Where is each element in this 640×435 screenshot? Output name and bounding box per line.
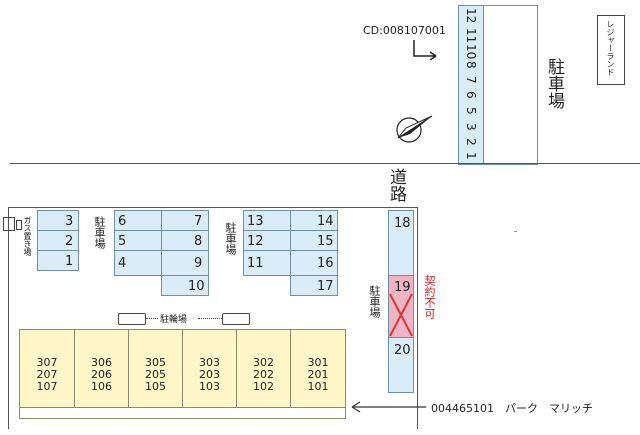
top-slot-6: 6 [464,91,478,99]
top-slot-1: 1 [464,152,478,160]
unavailable-cross-icon [389,293,413,337]
parking-space-5: 5 [114,230,162,251]
site-boundary [8,207,418,429]
parking-space-9: 9 [161,250,209,276]
gas-box-2 [16,220,22,230]
parking-space-1: 1 [37,250,79,271]
top-slot-8: 8 [464,61,478,69]
parking-space-11: 11 [243,250,291,276]
parking-space-12: 12 [243,230,291,251]
parking-space-13: 13 [243,210,291,231]
top-slot-11: 11 [464,28,478,44]
left-lot-label: 駐車場 [93,216,106,249]
top-slot-3: 3 [464,123,478,131]
bike-rack-left [118,313,146,325]
gas-box [3,217,15,231]
parking-space-10: 10 [161,275,209,296]
building-base [19,407,346,419]
compass-north-icon [396,115,433,143]
entrance-arrow-icon [413,40,437,60]
parking-space-19-unavailable: 19 [388,275,414,338]
top-slot-12: 12 [464,8,478,24]
bike-rack-right [222,313,250,325]
top-lot-label: 駐車場 [544,58,564,109]
bike-parking-label: 駐輪場 [160,315,188,325]
property-caption: 004465101 パーク マリッチ [431,402,593,415]
parking-space-18: 18 [388,210,414,276]
parking-space-8: 8 [161,230,209,251]
parking-space-16: 16 [290,250,338,276]
parking-space-7: 7 [161,210,209,231]
top-slot-2: 2 [464,138,478,146]
parking-space-17: 17 [290,275,338,296]
contract-unavailable-label: 契約不可 [423,275,436,319]
parking-space-6: 6 [114,210,162,231]
caption-arrow-icon [351,401,426,413]
road-label: 道路 [386,168,406,202]
mid-lot-label: 駐車場 [224,222,237,255]
parking-space-15: 15 [290,230,338,251]
right-lot-label: 駐車場 [368,285,381,318]
parking-space-3: 3 [37,210,79,231]
top-slot-7: 7 [464,76,478,84]
top-slot-5: 5 [464,107,478,115]
top-slot-10: 10 [464,44,478,60]
leisure-land-box: レジャーランド [597,15,625,85]
parking-space-4: 4 [114,250,162,276]
road-line [10,163,640,164]
cd-code: CD:008107001 [363,24,446,37]
parking-space-2: 2 [37,230,79,251]
parking-space-20: 20 [388,337,414,393]
parking-space-14: 14 [290,210,338,231]
gas-label: ガス置き場 [23,216,32,256]
top-parking-strip: 12 11 10 8 7 6 5 3 2 1 [458,5,538,165]
